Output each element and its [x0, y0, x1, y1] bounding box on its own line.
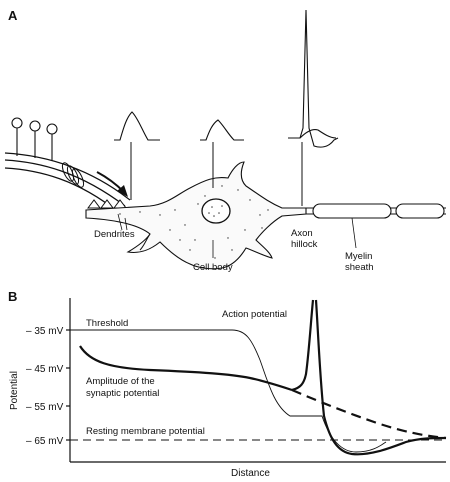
dendrites-leader — [117, 213, 128, 231]
label-resting-potential: Resting membrane potential — [86, 426, 205, 437]
label-action-potential: Action potential — [222, 309, 287, 320]
waveform-axon-hillock — [288, 9, 339, 148]
amplitude-leader — [210, 381, 250, 385]
myelin-leader — [351, 217, 357, 249]
series-action-potential-fall — [314, 299, 447, 456]
label-axon-hillock-line1: Axon — [291, 228, 313, 239]
ytick-45: – 45 mV — [26, 364, 64, 375]
myelin-sheath — [312, 203, 445, 219]
ytick-65: – 65 mV — [26, 436, 64, 447]
label-dendrites: Dendrites — [94, 229, 135, 240]
panel-b-letter: B — [8, 289, 17, 304]
series-synaptic-potential-decay — [291, 388, 447, 440]
label-myelin-line1: Myelin — [345, 251, 372, 262]
x-axis-label: Distance — [231, 468, 270, 479]
propagation-arrow — [96, 171, 128, 197]
presynaptic-axon — [4, 152, 131, 213]
panel-a-letter: A — [8, 8, 18, 23]
recording-lines — [130, 142, 303, 206]
label-axon-hillock-line2: hillock — [291, 239, 318, 250]
synapses — [87, 199, 127, 209]
waveform-dendrite — [114, 111, 160, 141]
y-axis-label: Potential — [9, 371, 20, 410]
label-amplitude-line1: Amplitude of the — [86, 376, 155, 387]
presynaptic-coil — [61, 162, 85, 188]
label-amplitude-line2: synaptic potential — [86, 388, 159, 399]
ytick-35: – 35 mV — [26, 326, 64, 337]
label-cell-body: Cell body — [193, 262, 233, 273]
series-action-potential-rise — [291, 299, 315, 392]
chart-axes — [66, 298, 446, 463]
ytick-55: – 55 mV — [26, 402, 64, 413]
neuron-soma — [85, 161, 307, 270]
synaptic-terminals — [11, 117, 58, 161]
series-threshold — [70, 329, 387, 453]
label-myelin-line2: sheath — [345, 262, 374, 273]
waveform-soma — [200, 119, 244, 141]
series-synaptic-potential — [79, 345, 293, 392]
label-threshold: Threshold — [86, 318, 128, 329]
